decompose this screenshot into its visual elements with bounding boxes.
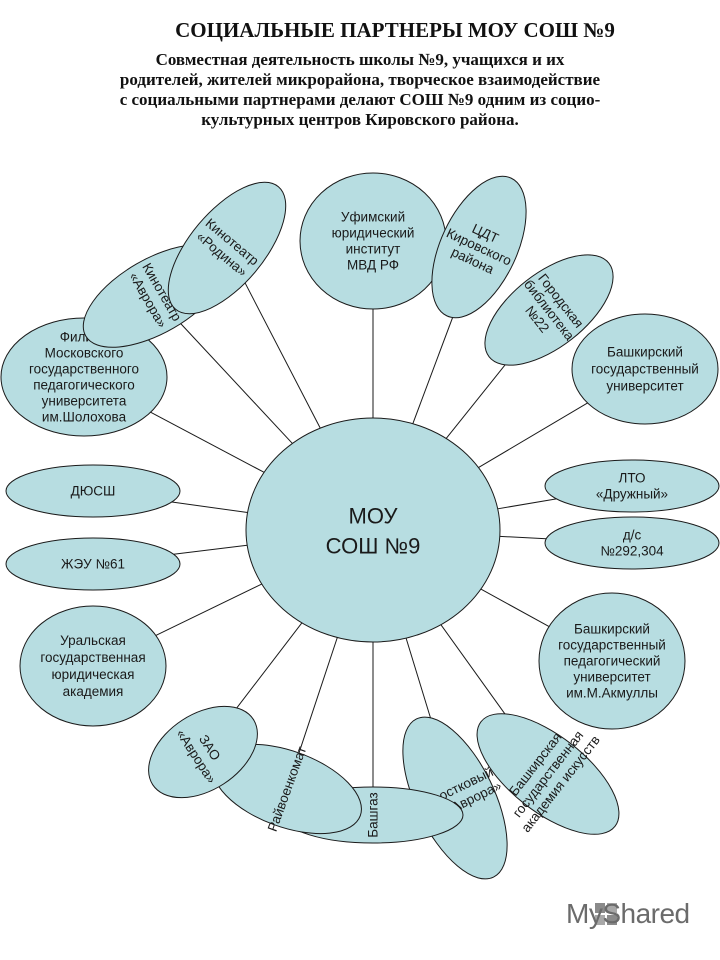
- partner-label: ЛТО: [619, 471, 646, 486]
- partner-label: университет: [606, 379, 683, 394]
- watermark-text: MyShared: [566, 898, 690, 929]
- connector-lines: [150, 282, 588, 787]
- partner-zao-avrora: ЗАО«Аврора»: [148, 705, 258, 799]
- connector-line: [298, 637, 338, 754]
- partner-label: Уральская: [60, 633, 126, 648]
- connector-line: [497, 498, 557, 510]
- partner-ellipse: [167, 181, 287, 315]
- page-title: СОЦИАЛЬНЫЕ ПАРТНЕРЫ МОУ СОШ №9: [175, 18, 615, 42]
- connector-line: [171, 501, 248, 514]
- description-line: культурных центров Кировского района.: [201, 110, 519, 129]
- partner-ellipse: [544, 516, 720, 570]
- myshared-logo-icon: [595, 903, 617, 925]
- connector-line: [180, 323, 293, 444]
- partner-zheu-61: ЖЭУ №61: [5, 537, 181, 591]
- partner-label: им.М.Акмуллы: [566, 686, 658, 701]
- partner-label: государственного: [29, 362, 139, 377]
- partner-label: государственный: [558, 638, 666, 653]
- connector-line: [155, 583, 262, 636]
- connector-line: [412, 317, 454, 424]
- partner-label: университета: [42, 394, 127, 409]
- partner-ellipse: [571, 313, 719, 425]
- partner-moscow-pedagogical-branch: ФилиалМосковскогогосударственногопедагог…: [0, 317, 168, 437]
- partner-label: д/с: [623, 528, 642, 543]
- partner-bashkir-state-university: Башкирский государственный университет: [571, 313, 719, 425]
- partner-label: Башкирский: [607, 345, 683, 360]
- partner-label: «Дружный»: [596, 487, 668, 502]
- partner-ellipse: [5, 537, 181, 591]
- partner-ellipse: [538, 592, 686, 730]
- partner-ellipse: [148, 705, 258, 799]
- partner-ellipse: [476, 713, 620, 835]
- connector-line: [244, 282, 321, 429]
- center-ellipse: [245, 417, 501, 643]
- connector-line: [478, 402, 588, 469]
- partner-label: им.Шолохова: [42, 410, 127, 425]
- connector-line: [236, 622, 303, 709]
- partner-lto-druzhny: ЛТО«Дружный»: [544, 459, 720, 513]
- partner-label: МВД РФ: [347, 258, 399, 273]
- connector-line: [445, 364, 506, 439]
- connector-line: [173, 544, 248, 555]
- connector-line: [499, 535, 547, 540]
- partner-label: педагогический: [564, 654, 661, 669]
- partner-ellipse: [19, 605, 167, 727]
- connector-line: [480, 588, 550, 627]
- connector-line: [440, 624, 506, 715]
- partner-label: юридический: [332, 226, 415, 241]
- partner-ellipse: [5, 464, 181, 518]
- center-label: МОУ: [349, 504, 399, 529]
- partner-label: ЖЭУ №61: [61, 557, 125, 572]
- description-line: родителей, жителей микрорайона, творческ…: [119, 70, 601, 89]
- partner-ural-law-academy: Уральская государственная юридическая акаде…: [19, 605, 167, 727]
- partner-label: ДЮСШ: [71, 484, 116, 499]
- partner-ellipse: [544, 459, 720, 513]
- partner-label: университет: [573, 670, 650, 685]
- partner-label: Московского: [45, 346, 124, 361]
- center-node: МОУ СОШ №9: [245, 417, 501, 643]
- partner-label: государственный: [591, 362, 699, 377]
- partner-label: Уфимский: [341, 210, 405, 225]
- partner-label: педагогического: [33, 378, 135, 393]
- partner-label: институт: [346, 242, 401, 257]
- page-description: Совместная деятельность школы №9, учащих…: [20, 50, 700, 130]
- partner-ellipse: [431, 175, 527, 319]
- partner-label: академия: [63, 684, 124, 699]
- connector-line: [405, 637, 431, 718]
- description-line: с социальными партнерами делают СОШ №9 о…: [119, 90, 601, 109]
- center-label: СОШ №9: [326, 534, 421, 559]
- connector-line: [150, 411, 265, 473]
- partner-bashkir-pedagogical-university: Башкирскийгосударственныйпедагогическийу…: [538, 592, 686, 730]
- partner-label: №292,304: [600, 544, 664, 559]
- partner-cinema-rodina: Кинотеатр«Родина»: [167, 181, 287, 315]
- description-line: Совместная деятельность школы №9, учащих…: [155, 50, 565, 69]
- partner-label: юридическая: [52, 667, 135, 682]
- partner-label: Башкирский: [574, 622, 650, 637]
- partner-label: Башгаз: [366, 792, 381, 837]
- partner-dyussh: ДЮСШ: [5, 464, 181, 518]
- partner-label: государственная: [40, 650, 145, 665]
